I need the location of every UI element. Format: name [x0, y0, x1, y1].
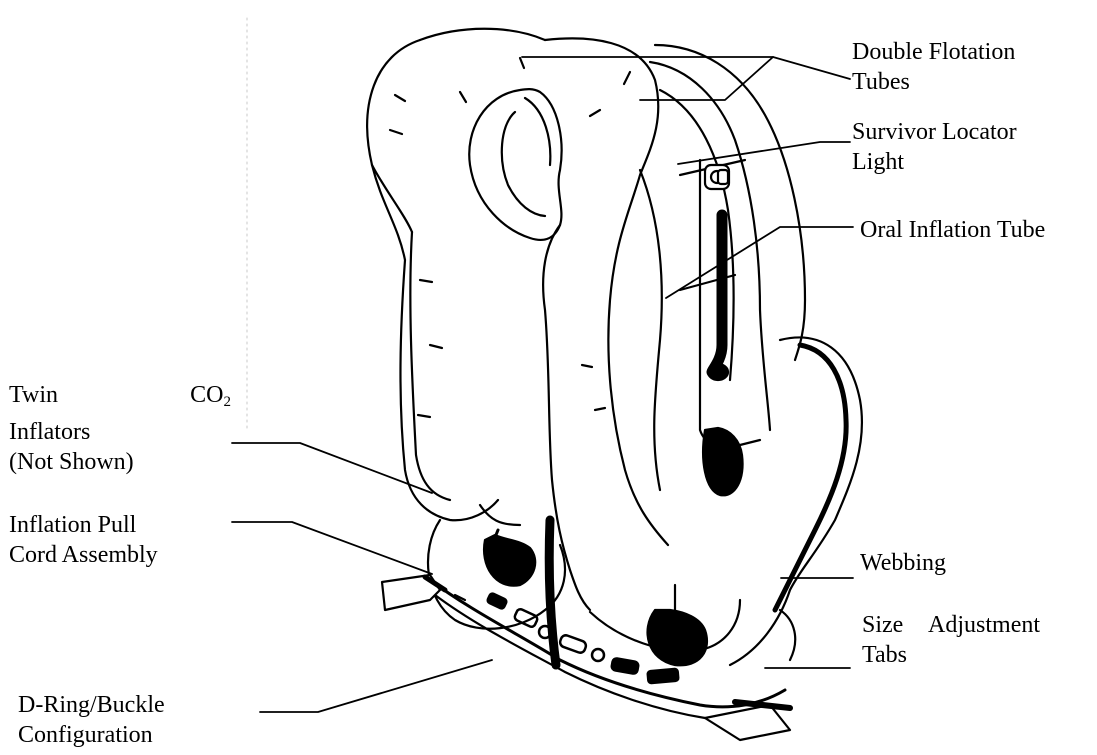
label-line: Inflators [9, 417, 231, 447]
co2-text: CO [190, 382, 223, 408]
label-line: Tubes [852, 67, 1015, 97]
label-word: Size [862, 612, 903, 638]
label-survivor-locator-light: Survivor Locator Light [852, 117, 1017, 177]
label-line: Cord Assembly [9, 540, 158, 570]
label-word: Twin [9, 380, 58, 417]
label-word: CO2 [190, 380, 231, 417]
label-line: Tabs [862, 640, 1040, 670]
label-line: Survivor Locator [852, 117, 1017, 147]
label-size-adjustment-tabs: Size Adjustment Tabs [862, 610, 1040, 670]
label-line: Twin CO2 [9, 380, 231, 417]
rear-flotation-tube-outer [655, 45, 805, 360]
label-d-ring-buckle-configuration: D-Ring/Buckle Configuration [18, 690, 165, 750]
label-word: Adjustment [928, 612, 1040, 638]
label-oral-inflation-tube: Oral Inflation Tube [860, 215, 1045, 245]
label-line: Webbing [860, 548, 946, 578]
label-line: Size Adjustment [862, 610, 1040, 640]
label-line: D-Ring/Buckle [18, 690, 165, 720]
label-double-flotation-tubes: Double Flotation Tubes [852, 37, 1015, 97]
co2-subscript: 2 [224, 394, 232, 410]
left-flotation-lobe [367, 40, 498, 520]
label-inflation-pull-cord: Inflation Pull Cord Assembly [9, 510, 158, 570]
label-line: Configuration [18, 720, 165, 750]
right-size-tab [705, 705, 790, 740]
label-twin-co2-inflators: Twin CO2 Inflators (Not Shown) [9, 380, 231, 477]
oral-inflation-tube-stem [712, 215, 722, 372]
label-line: Inflation Pull [9, 510, 158, 540]
label-line: Oral Inflation Tube [860, 215, 1045, 245]
center-flotation-lobe [545, 38, 668, 545]
leader-lines [232, 57, 853, 712]
label-line: (Not Shown) [9, 447, 231, 477]
label-webbing: Webbing [860, 548, 946, 578]
webbing-belt [430, 580, 785, 707]
label-line: Light [852, 147, 1017, 177]
label-line: Double Flotation [852, 37, 1015, 67]
locator-light [705, 165, 729, 189]
